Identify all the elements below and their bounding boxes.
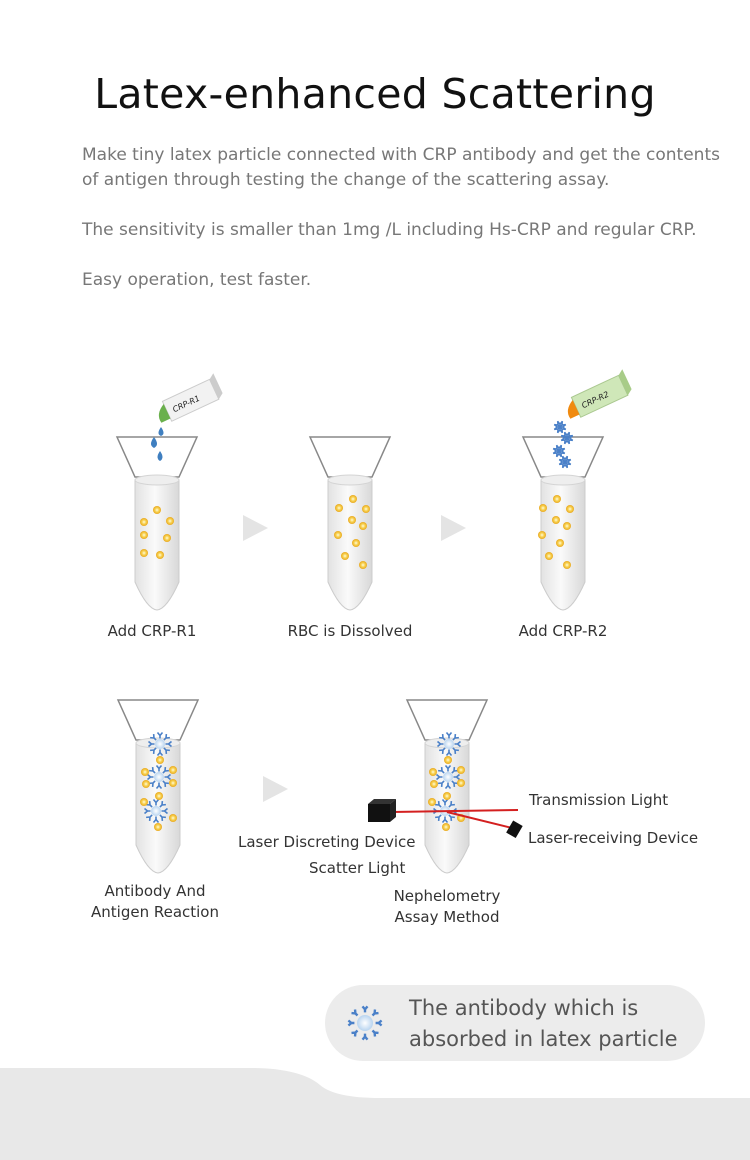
antibody-particle-icon xyxy=(347,1005,383,1041)
latex-particle xyxy=(169,766,177,774)
latex-particle xyxy=(539,504,547,512)
latex-particle xyxy=(352,539,360,547)
emitter-label: Laser Discreting Device xyxy=(238,833,416,851)
antibody-particle-icon xyxy=(435,764,461,790)
antibody-particle-icon xyxy=(146,764,172,790)
footer-wave xyxy=(0,1068,750,1160)
latex-particle xyxy=(349,495,357,503)
latex-particle xyxy=(443,792,451,800)
reagent-r2-bottle: CRP-R2 xyxy=(567,369,632,419)
latex-particle xyxy=(341,552,349,560)
antibody-particle-icon xyxy=(552,444,566,458)
step-label: Antibody And xyxy=(104,882,206,900)
legend-line-1: The antibody which is xyxy=(409,996,639,1020)
arrow-icon xyxy=(441,515,466,541)
arrow-icon xyxy=(243,515,268,541)
latex-particle xyxy=(348,516,356,524)
latex-particle xyxy=(556,539,564,547)
latex-particle xyxy=(359,561,367,569)
laser-receiver-icon xyxy=(506,820,523,839)
test-tube xyxy=(308,436,392,611)
reagent-r1-bottle: CRP-R1 xyxy=(158,373,223,423)
latex-particle xyxy=(552,516,560,524)
latex-particle xyxy=(362,505,370,513)
latex-particle xyxy=(169,814,177,822)
step-label: Assay Method xyxy=(394,908,500,926)
latex-particle xyxy=(153,506,161,514)
latex-particle xyxy=(457,766,465,774)
latex-particle xyxy=(140,549,148,557)
test-tube xyxy=(521,436,605,611)
latex-particle xyxy=(335,504,343,512)
test-tube xyxy=(116,699,200,874)
latex-particle xyxy=(553,495,561,503)
latex-particle xyxy=(163,534,171,542)
test-tube xyxy=(405,699,489,874)
antibody-particle-icon xyxy=(436,731,462,757)
latex-particle xyxy=(156,551,164,559)
antibody-particle-icon xyxy=(143,798,169,824)
sensitivity-paragraph: The sensitivity is smaller than 1mg /L i… xyxy=(82,220,697,240)
step-label: RBC is Dissolved xyxy=(287,622,413,640)
antibody-particle-icon xyxy=(560,431,574,445)
antibody-drops xyxy=(552,420,574,469)
latex-particle xyxy=(140,531,148,539)
latex-particle xyxy=(457,779,465,787)
transmission-light-label: Transmission Light xyxy=(529,791,669,809)
latex-particle xyxy=(166,517,174,525)
step-label: Add CRP-R2 xyxy=(518,622,608,640)
reagent-drops xyxy=(151,427,164,461)
transmission-light-beam xyxy=(391,809,519,813)
laser-emitter-icon xyxy=(368,799,396,822)
antibody-particle-icon xyxy=(553,420,567,434)
antibody-particle-icon xyxy=(147,731,173,757)
latex-particle xyxy=(429,768,437,776)
latex-particle xyxy=(140,518,148,526)
latex-particle xyxy=(545,552,553,560)
latex-particle xyxy=(141,768,149,776)
step-label: Nephelometry xyxy=(393,887,501,905)
latex-particle xyxy=(169,779,177,787)
latex-particle xyxy=(563,522,571,530)
latex-particle xyxy=(142,780,150,788)
latex-particle xyxy=(428,798,436,806)
latex-particle xyxy=(444,756,452,764)
operation-paragraph: Easy operation, test faster. xyxy=(82,270,312,290)
step-label: Add CRP-R1 xyxy=(107,622,197,640)
legend-line-2: absorbed in latex particle xyxy=(409,1027,678,1051)
latex-particle xyxy=(430,780,438,788)
receiver-label: Laser-receiving Device xyxy=(528,829,699,847)
latex-particle xyxy=(140,798,148,806)
latex-particle xyxy=(442,823,450,831)
antibody-particle-icon xyxy=(347,1005,383,1041)
latex-particle xyxy=(538,531,546,539)
antibody-particle-icon xyxy=(558,455,572,469)
step-label: Antigen Reaction xyxy=(91,903,219,921)
latex-particle xyxy=(334,531,342,539)
scatter-light-beam xyxy=(446,811,517,830)
test-tube xyxy=(115,436,199,611)
latex-particle xyxy=(566,505,574,513)
page-title: Latex-enhanced Scattering xyxy=(94,70,656,118)
latex-particle xyxy=(154,823,162,831)
legend-box: The antibody which is absorbed in latex … xyxy=(325,985,705,1061)
arrow-icon xyxy=(263,776,288,802)
latex-particle xyxy=(563,561,571,569)
scatter-light-label: Scatter Light xyxy=(309,859,406,877)
latex-particle xyxy=(359,522,367,530)
latex-particle xyxy=(155,792,163,800)
description-paragraph: Make tiny latex particle connected with … xyxy=(82,145,720,190)
latex-particle xyxy=(156,756,164,764)
